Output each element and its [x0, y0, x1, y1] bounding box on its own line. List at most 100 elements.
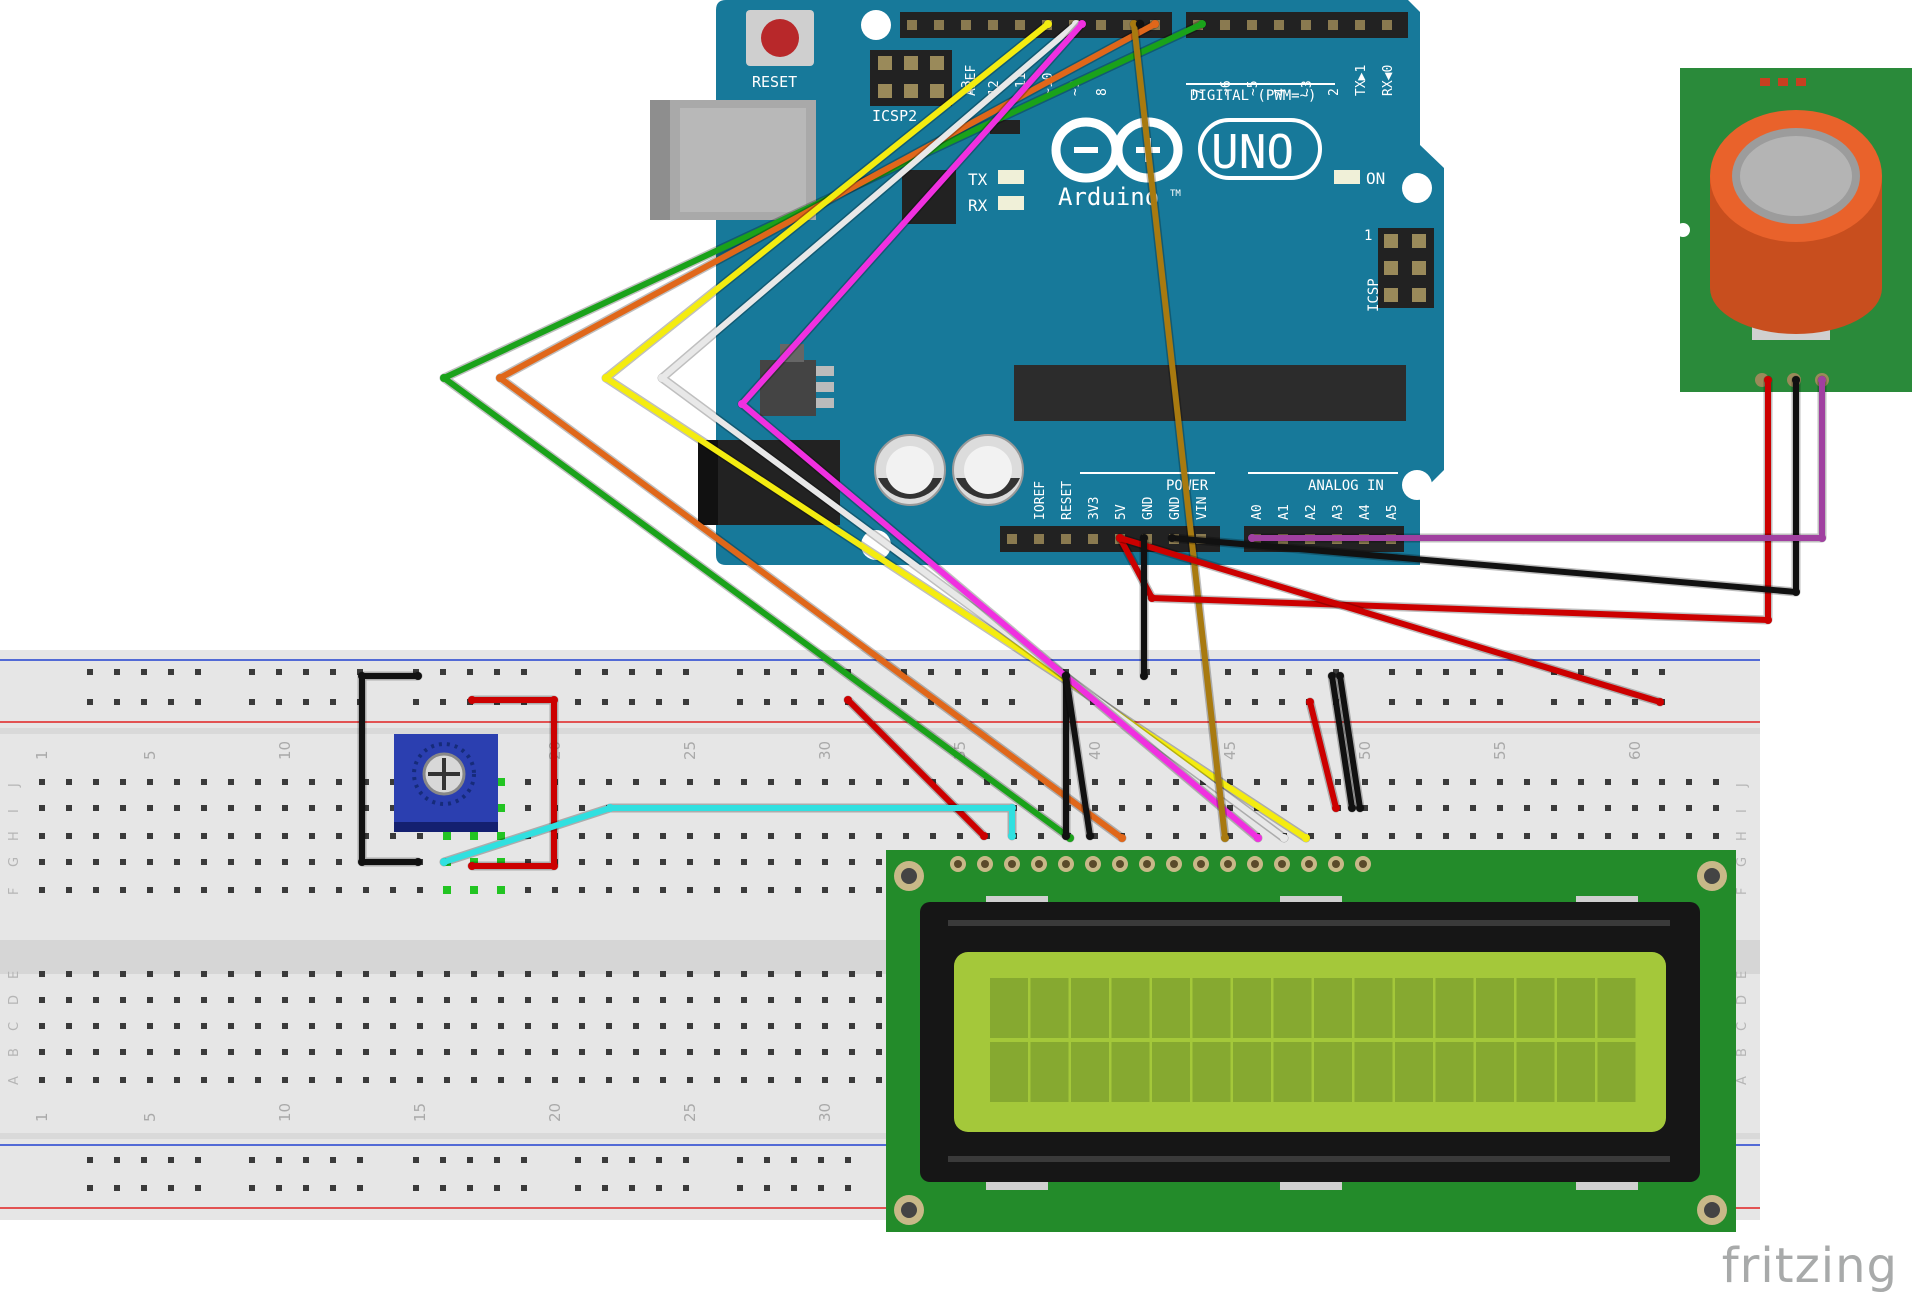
wire-endpoint [358, 672, 366, 680]
breadboard-hole [768, 997, 774, 1003]
rail-hole [1252, 699, 1258, 705]
breadboard-hole [822, 971, 828, 977]
column-number-top: 25 [681, 741, 699, 760]
wire-endpoint [1792, 588, 1800, 596]
row-letter-left: B [7, 1048, 22, 1057]
column-number-bottom: 1 [33, 1112, 51, 1122]
lcd-cell [1516, 1042, 1555, 1102]
breadboard-hole [552, 887, 558, 893]
breadboard-hole [1524, 805, 1530, 811]
rail-hole [1632, 669, 1638, 675]
digital-pin-label: 4 [1273, 88, 1288, 96]
lcd-cell [1152, 978, 1190, 1038]
breadboard-hole [1308, 833, 1314, 839]
wire-black [359, 673, 421, 865]
breadboard-hole [525, 1023, 531, 1029]
rail-hole [656, 669, 662, 675]
rail-hole [1306, 669, 1312, 675]
breadboard-hole [525, 1049, 531, 1055]
breadboard-hole [1335, 779, 1341, 785]
arduino-label: Arduino [1058, 183, 1159, 211]
breadboard-hole [93, 997, 99, 1003]
breadboard-hole [444, 1077, 450, 1083]
breadboard-hole [39, 997, 45, 1003]
breadboard-hole [1578, 833, 1584, 839]
rail-hole [357, 1157, 363, 1163]
wire-endpoint [1140, 672, 1148, 680]
breadboard-hole [768, 833, 774, 839]
mounting-hole [1402, 173, 1432, 203]
breadboard-hole [579, 1049, 585, 1055]
breadboard-hole [147, 833, 153, 839]
breadboard-hole [1497, 779, 1503, 785]
rail-hole [114, 669, 120, 675]
breadboard-hole [282, 1077, 288, 1083]
breadboard-hole [1362, 805, 1368, 811]
column-number-bottom: 25 [681, 1103, 699, 1122]
rail-hole [656, 699, 662, 705]
breadboard-hole [201, 1077, 207, 1083]
breadboard-hole [336, 1049, 342, 1055]
wire-endpoint [414, 672, 422, 680]
breadboard-hole [174, 887, 180, 893]
breadboard-hole [1308, 779, 1314, 785]
breadboard-hole [606, 1023, 612, 1029]
rail-hole [1605, 669, 1611, 675]
lcd-cell [1476, 978, 1514, 1038]
power-pin-label: RESET [1060, 481, 1075, 520]
breadboard-hole [876, 779, 882, 785]
digital-header-right [1186, 12, 1408, 38]
breadboard-hole [714, 971, 720, 977]
rail-hole [1578, 699, 1584, 705]
wire-endpoint [1280, 834, 1288, 842]
analog-pin-label: A2 [1304, 504, 1319, 520]
lcd-cell [1071, 1042, 1109, 1102]
rail-hole [1416, 699, 1422, 705]
rail-hole [1225, 699, 1231, 705]
rail-hole [249, 1185, 255, 1191]
breadboard-hole [1389, 805, 1395, 811]
breadboard-hole [579, 779, 585, 785]
rail-hole [1443, 699, 1449, 705]
wire-endpoint [1062, 672, 1070, 680]
rail-hole [656, 1157, 662, 1163]
rail-hole [1605, 699, 1611, 705]
breadboard-hole [1011, 779, 1017, 785]
row-letter-left: J [7, 783, 22, 788]
rail-hole [357, 1185, 363, 1191]
breadboard-hole [39, 833, 45, 839]
breadboard-hole [498, 1023, 504, 1029]
column-number-top: 60 [1626, 741, 1644, 760]
breadboard-hole [255, 887, 261, 893]
row-letter-left: D [7, 995, 22, 1005]
rail-hole [629, 1185, 635, 1191]
wire-red [469, 697, 557, 869]
header-pin [1096, 20, 1106, 30]
breadboard-hole [687, 1049, 693, 1055]
breadboard-hole [471, 997, 477, 1003]
breadboard-hole [1551, 805, 1557, 811]
breadboard-hole [795, 1023, 801, 1029]
breadboard-hole [795, 997, 801, 1003]
wire-endpoint [1348, 804, 1356, 812]
breadboard-hole [1470, 779, 1476, 785]
breadboard-hole [174, 971, 180, 977]
breadboard-hole [201, 997, 207, 1003]
lcd-cell [1030, 1042, 1069, 1102]
breadboard-hole [525, 997, 531, 1003]
breadboard-hole [633, 997, 639, 1003]
rail-hole [467, 1185, 473, 1191]
breadboard-hole [1173, 833, 1179, 839]
rail-hole [1333, 669, 1339, 675]
breadboard-hole [255, 1049, 261, 1055]
breadboard-hole [336, 779, 342, 785]
rail-hole [141, 1157, 147, 1163]
lcd-cell [1152, 1042, 1190, 1102]
breadboard-hole [606, 833, 612, 839]
rail-hole [467, 1157, 473, 1163]
breadboard-hole [1686, 805, 1692, 811]
rail-hole [575, 699, 581, 705]
breadboard-hole [66, 833, 72, 839]
analog-pin-label: A4 [1358, 504, 1373, 520]
rail-hole [1225, 669, 1231, 675]
